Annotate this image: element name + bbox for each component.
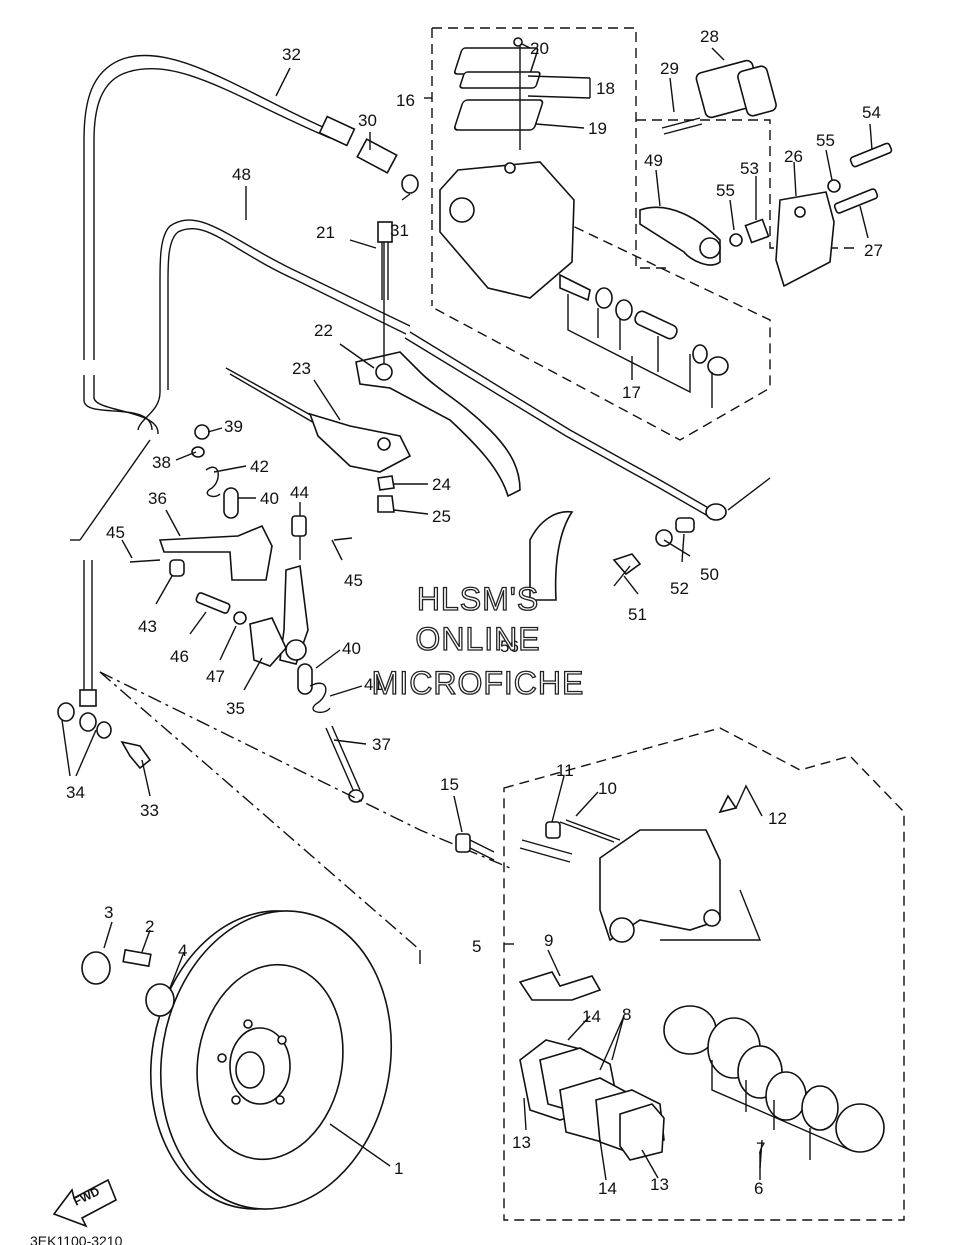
callout-numbers: 1 2 3 4 5 6 7 8 9 10 11 12 13 13 14 14 1… bbox=[66, 27, 883, 1198]
callout-19: 19 bbox=[588, 119, 607, 138]
callout-5: 5 bbox=[472, 937, 481, 956]
callout-56: 56 bbox=[500, 637, 519, 656]
callout-55a: 55 bbox=[816, 131, 835, 150]
callout-3: 3 bbox=[104, 903, 113, 922]
callout-55b: 55 bbox=[716, 181, 735, 200]
callout-22: 22 bbox=[314, 321, 333, 340]
callout-52: 52 bbox=[670, 579, 689, 598]
fwd-arrow-icon: FWD bbox=[52, 1178, 118, 1228]
callout-54: 54 bbox=[862, 103, 881, 122]
diagram-code: 3EK1100-3210 bbox=[30, 1233, 123, 1245]
watermark: HLSM'S ONLINE MICROFICHE bbox=[371, 580, 585, 701]
right-lever-group bbox=[612, 59, 893, 587]
callout-23: 23 bbox=[292, 359, 311, 378]
callout-50: 50 bbox=[700, 565, 719, 584]
callout-11: 11 bbox=[556, 761, 574, 780]
callout-28: 28 bbox=[700, 27, 719, 46]
leader-lines bbox=[61, 43, 873, 1181]
callout-45a: 45 bbox=[106, 523, 125, 542]
callout-14b: 14 bbox=[598, 1179, 617, 1198]
callout-29: 29 bbox=[660, 59, 679, 78]
callout-10: 10 bbox=[598, 779, 617, 798]
callout-15: 15 bbox=[440, 775, 459, 794]
watermark-line-3: MICROFICHE bbox=[372, 665, 585, 701]
callout-25: 25 bbox=[432, 507, 451, 526]
routing-line-1 bbox=[99, 671, 511, 869]
callout-14a: 14 bbox=[582, 1007, 601, 1026]
brake-disc-1 bbox=[149, 910, 393, 1210]
cable-end-parts bbox=[57, 702, 152, 770]
callout-47: 47 bbox=[206, 667, 225, 686]
watermark-line-1: HLSM'S bbox=[417, 581, 539, 617]
master-cylinder-piston-17 bbox=[559, 273, 729, 408]
brake-pads bbox=[518, 971, 665, 1161]
watermark-line-2: ONLINE bbox=[415, 621, 540, 657]
callout-38: 38 bbox=[152, 453, 171, 472]
callout-40b: 40 bbox=[342, 639, 361, 658]
callout-17: 17 bbox=[622, 383, 641, 402]
caliper-group bbox=[455, 727, 905, 1221]
callout-16: 16 bbox=[396, 91, 415, 110]
wheel-small-parts bbox=[81, 948, 175, 1017]
callout-34: 34 bbox=[66, 783, 85, 802]
caution-label-56 bbox=[529, 511, 574, 601]
callout-32: 32 bbox=[282, 45, 301, 64]
clutch-cable-32 bbox=[70, 54, 356, 707]
callout-49: 49 bbox=[644, 151, 663, 170]
callout-21: 21 bbox=[316, 223, 335, 242]
callout-13a: 13 bbox=[512, 1133, 531, 1152]
adjuster-fittings bbox=[356, 37, 523, 194]
callout-1: 1 bbox=[394, 1159, 403, 1178]
callout-43: 43 bbox=[138, 617, 157, 636]
callout-35: 35 bbox=[226, 699, 245, 718]
callout-2: 2 bbox=[145, 917, 154, 936]
callout-4: 4 bbox=[178, 941, 187, 960]
callout-36: 36 bbox=[148, 489, 167, 508]
callout-24: 24 bbox=[432, 475, 451, 494]
callout-31: 31 bbox=[390, 221, 409, 240]
callout-41: 41 bbox=[364, 675, 383, 694]
callout-53: 53 bbox=[740, 159, 759, 178]
callout-33: 33 bbox=[140, 801, 159, 820]
routing-line-2 bbox=[99, 671, 421, 951]
master-cylinder-group bbox=[429, 27, 771, 441]
callout-18: 18 bbox=[596, 79, 615, 98]
callout-40a: 40 bbox=[260, 489, 279, 508]
callout-45b: 45 bbox=[344, 571, 363, 590]
callout-42: 42 bbox=[250, 457, 269, 476]
callout-9: 9 bbox=[544, 931, 553, 950]
callout-46: 46 bbox=[170, 647, 189, 666]
callout-12: 12 bbox=[768, 809, 787, 828]
callout-20: 20 bbox=[530, 39, 549, 58]
callout-7: 7 bbox=[756, 1139, 765, 1158]
callout-51: 51 bbox=[628, 605, 647, 624]
pedal-linkage-group bbox=[129, 424, 364, 803]
brake-lever-group bbox=[225, 221, 521, 513]
brake-cable-48 bbox=[137, 219, 771, 521]
callout-48: 48 bbox=[232, 165, 251, 184]
caliper-pistons-seals bbox=[663, 1005, 885, 1160]
callout-39: 39 bbox=[224, 417, 243, 436]
callout-6: 6 bbox=[754, 1179, 763, 1198]
callout-27: 27 bbox=[864, 241, 883, 260]
callout-30: 30 bbox=[358, 111, 377, 130]
callout-37: 37 bbox=[372, 735, 391, 754]
callout-8: 8 bbox=[622, 1005, 631, 1024]
callout-44: 44 bbox=[290, 483, 309, 502]
callout-26: 26 bbox=[784, 147, 803, 166]
callout-13b: 13 bbox=[650, 1175, 669, 1194]
